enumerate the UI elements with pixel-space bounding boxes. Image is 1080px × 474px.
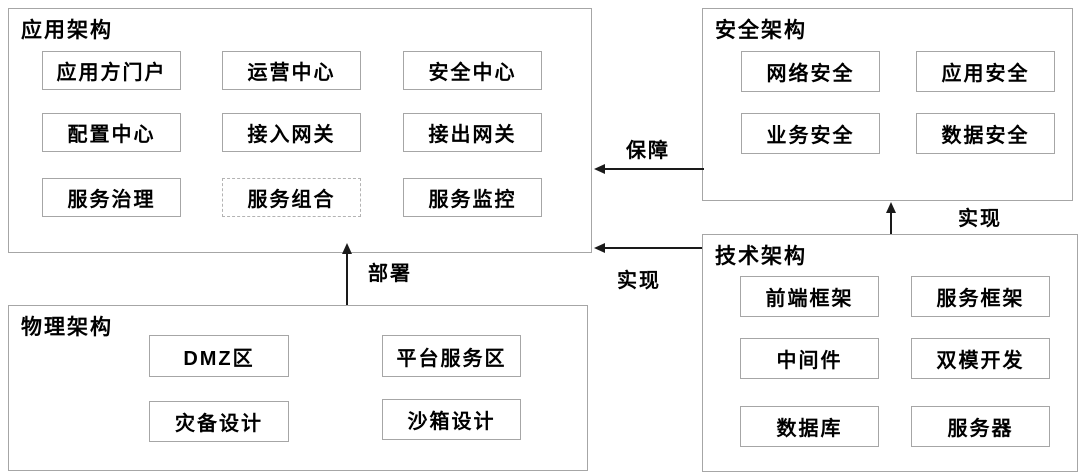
arrow-label-realize-app: 实现 — [617, 270, 661, 292]
cell-sandbox-design: 沙箱设计 — [382, 399, 521, 440]
cell-security-center: 安全中心 — [403, 51, 542, 90]
cell-platform-service-zone: 平台服务区 — [382, 335, 521, 377]
cell-application-security: 应用安全 — [916, 51, 1055, 92]
cell-business-security: 业务安全 — [741, 113, 880, 154]
cell-inbound-gateway: 接入网关 — [222, 113, 361, 152]
arrow-realize-app-line — [604, 247, 702, 249]
cell-data-security: 数据安全 — [916, 113, 1055, 154]
arrow-guarantee-head-icon — [594, 164, 605, 174]
cell-app-portal: 应用方门户 — [42, 51, 181, 90]
cell-dual-mode-development: 双模开发 — [911, 338, 1050, 379]
group-title-security-architecture: 安全架构 — [715, 19, 807, 42]
arrow-deploy-line — [346, 253, 348, 305]
cell-service-framework: 服务框架 — [911, 276, 1050, 317]
group-title-physical-architecture: 物理架构 — [21, 316, 113, 339]
group-title-application-architecture: 应用架构 — [21, 19, 113, 42]
cell-network-security: 网络安全 — [741, 51, 880, 92]
cell-outbound-gateway: 接出网关 — [403, 113, 542, 152]
arrow-deploy-head-icon — [342, 243, 352, 254]
group-physical-architecture: 物理架构 — [8, 305, 588, 471]
cell-config-center: 配置中心 — [42, 113, 181, 152]
cell-database: 数据库 — [740, 406, 879, 447]
arrow-realize-security-head-icon — [886, 202, 896, 213]
arrow-label-deploy: 部署 — [368, 263, 412, 285]
cell-frontend-framework: 前端框架 — [740, 276, 879, 317]
cell-service-composition: 服务组合 — [222, 178, 361, 217]
group-security-architecture: 安全架构 — [702, 8, 1073, 201]
cell-service-governance: 服务治理 — [42, 178, 181, 217]
arrow-label-guarantee: 保障 — [626, 140, 670, 162]
cell-middleware: 中间件 — [740, 338, 879, 379]
arrow-realize-security-line — [890, 212, 892, 234]
cell-operations-center: 运营中心 — [222, 51, 361, 90]
arrow-label-realize-security: 实现 — [958, 208, 1002, 230]
group-title-technical-architecture: 技术架构 — [715, 245, 807, 268]
arrow-guarantee-line — [604, 168, 704, 170]
cell-disaster-recovery-design: 灾备设计 — [149, 401, 289, 442]
arrow-realize-app-head-icon — [594, 243, 605, 253]
cell-dmz-zone: DMZ区 — [149, 335, 289, 377]
cell-server: 服务器 — [911, 406, 1050, 447]
cell-service-monitoring: 服务监控 — [403, 178, 542, 217]
